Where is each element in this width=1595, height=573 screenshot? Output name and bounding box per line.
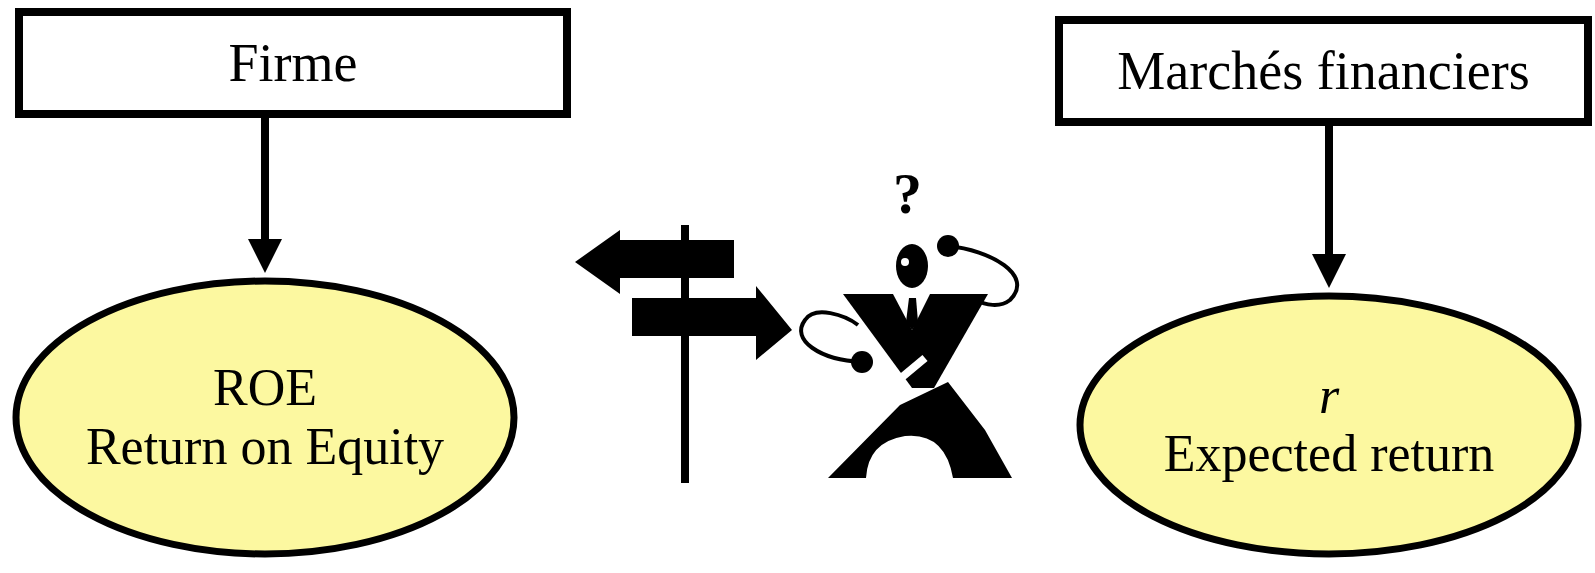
firm-box: Firme — [15, 8, 571, 118]
node-title: ROE — [213, 359, 317, 417]
connector-arrow — [261, 118, 269, 239]
roe-ellipse: ROEReturn on Equity — [12, 277, 518, 558]
question-mark: ? — [893, 165, 922, 223]
markets-box: Marchés financiers — [1055, 16, 1592, 126]
node-title: r — [1319, 367, 1339, 425]
node-subtitle: Expected return — [1164, 425, 1495, 483]
expected-return-ellipse: rExpected return — [1076, 292, 1582, 558]
thinking-man — [801, 235, 1017, 478]
node-subtitle: Return on Equity — [86, 418, 444, 476]
signpost — [575, 225, 792, 483]
node-title: Marchés financiers — [1117, 41, 1529, 101]
node-title: Firme — [229, 33, 358, 93]
connector-arrow — [1325, 126, 1333, 254]
